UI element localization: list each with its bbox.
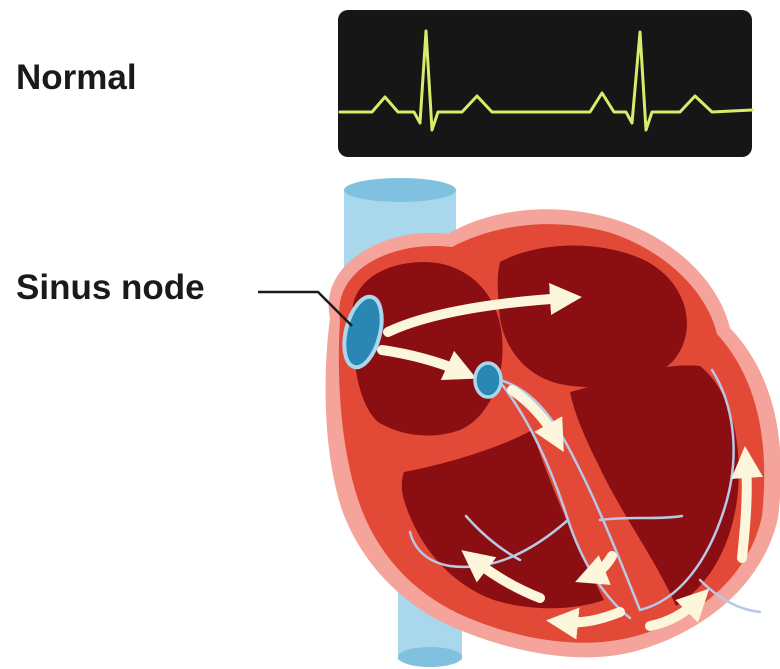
monitor-screen [338,10,752,157]
vessel-lower-opening [398,647,462,667]
atrioventricular-node-icon [475,363,501,397]
arrow-left-ventricle-wall [742,462,747,558]
vessel-upper-opening [344,178,456,202]
heart-cross-section-icon [326,209,780,657]
ecg-monitor-icon [338,10,752,157]
